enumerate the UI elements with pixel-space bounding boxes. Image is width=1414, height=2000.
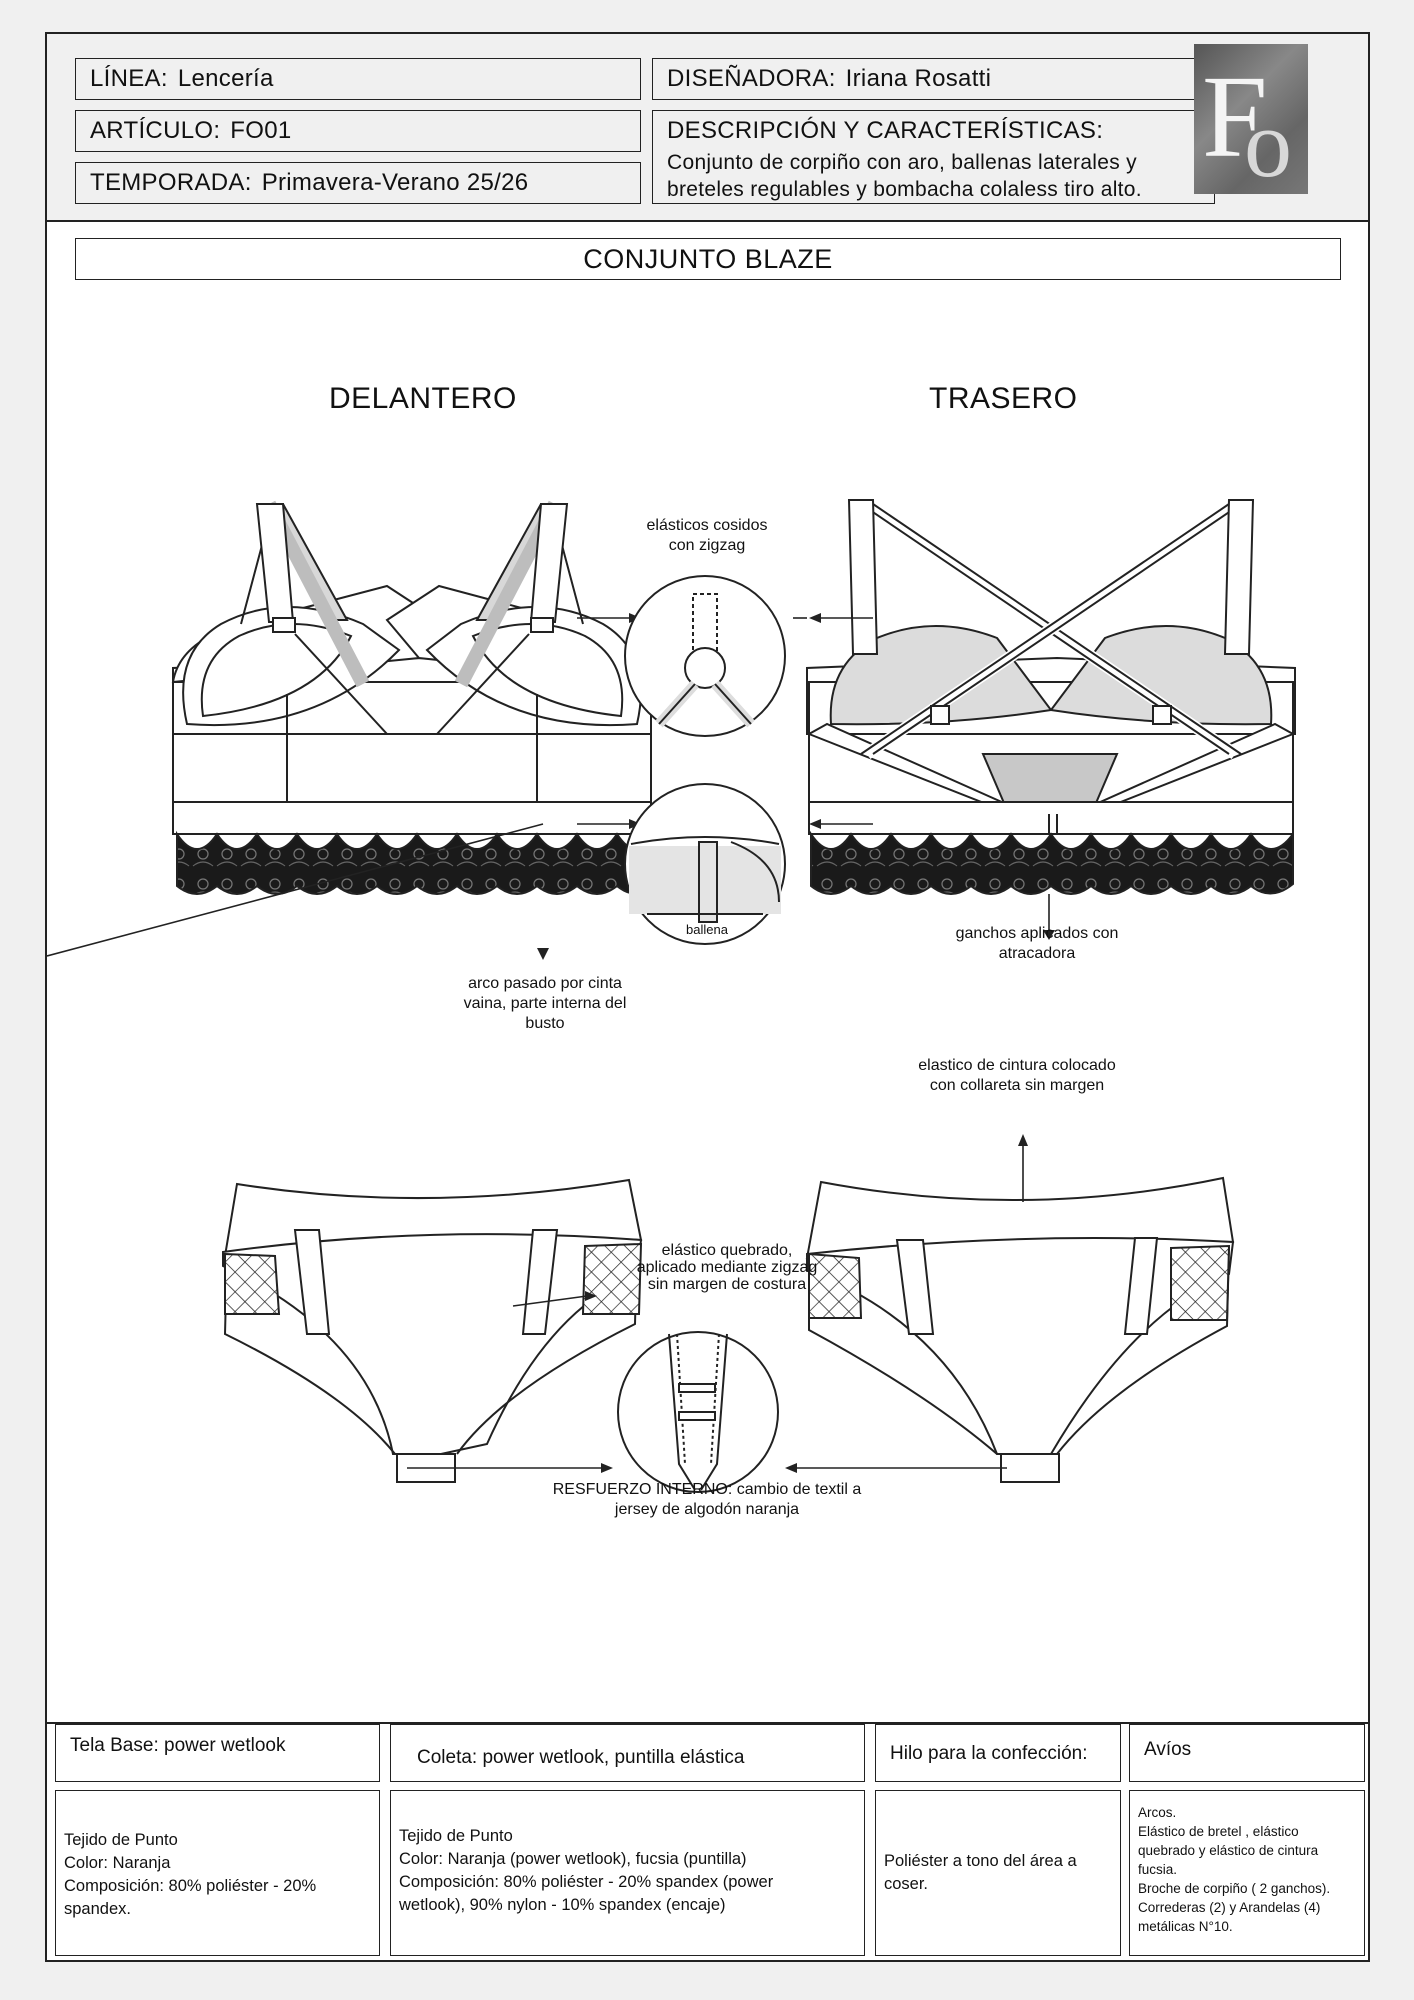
disenadora-value: Iriana Rosatti	[845, 65, 992, 92]
back-brief-drawing	[785, 1134, 1235, 1483]
note-refuerzo-line-1: RESFUERZO INTERNO: cambio de textil a	[552, 1481, 862, 1498]
gusset-detail-circle	[617, 1331, 779, 1493]
spec-divider	[47, 1722, 1368, 1724]
note-quebrado: elástico quebrado, aplicado mediante zig…	[607, 1242, 847, 1293]
spec-sheet: LÍNEA: Lencería ARTÍCULO: FO01 TEMPORADA…	[45, 32, 1370, 1962]
descripcion-label: DESCRIPCIÓN Y CARACTERÍSTICAS:	[667, 117, 1104, 144]
note-ganchos: ganchos aplicados con atracadora	[927, 924, 1147, 964]
tela-line-3: Composición: 80% poliéster - 20%	[64, 1877, 317, 1895]
logo-letter-f: F	[1202, 51, 1268, 182]
header-band: LÍNEA: Lencería ARTÍCULO: FO01 TEMPORADA…	[47, 34, 1368, 222]
front-brief-drawing	[222, 1178, 643, 1483]
hilo-line-1: Poliéster a tono del área a	[884, 1852, 1077, 1870]
brand-logo-mark: F o	[1202, 51, 1292, 197]
tela-base-header: Tela Base: power wetlook	[55, 1724, 380, 1782]
note-cintura: elastico de cintura colocado con collare…	[877, 1056, 1157, 1096]
brand-logo: F o	[1194, 44, 1308, 197]
coleta-line-2: Color: Naranja (power wetlook), fucsia (…	[399, 1850, 747, 1868]
coleta-line-4: wetlook), 90% nylon - 10% spandex (encaj…	[399, 1896, 726, 1914]
linea-value: Lencería	[177, 65, 274, 92]
elastic-detail-circle	[624, 575, 786, 737]
note-ganchos-line-2: atracadora	[998, 945, 1076, 962]
note-elasticos: elásticos cosidos con zigzag	[607, 516, 807, 556]
coleta-header: Coleta: power wetlook, puntilla elástica	[390, 1724, 865, 1782]
note-refuerzo-line-2: jersey de algodón naranja	[614, 1501, 800, 1518]
hilo-line-2: coser.	[884, 1875, 929, 1893]
front-bra-drawing	[47, 500, 653, 960]
note-quebrado-line-1: elástico quebrado,	[661, 1242, 793, 1259]
linea-label: LÍNEA:	[90, 65, 168, 92]
temporada-label: TEMPORADA:	[90, 169, 252, 196]
avios-line-5: Broche de corpiño ( 2 ganchos).	[1138, 1881, 1331, 1896]
technical-drawings	[47, 499, 1296, 1493]
note-elasticos-line-1: elásticos cosidos	[646, 517, 768, 534]
avios-header: Avíos	[1129, 1724, 1365, 1782]
note-cintura-line-1: elastico de cintura colocado	[918, 1057, 1116, 1074]
avios-details: Arcos. Elástico de bretel , elástico que…	[1129, 1790, 1365, 1956]
temporada-field: TEMPORADA: Primavera-Verano 25/26	[75, 162, 641, 204]
articulo-field: ARTÍCULO: FO01	[75, 110, 641, 152]
note-ballena: ballena	[686, 922, 728, 937]
note-cintura-line-2: con collareta sin margen	[929, 1077, 1105, 1094]
back-bra-drawing	[793, 499, 1296, 940]
note-elasticos-line-2: con zigzag	[668, 537, 746, 554]
note-arco-line-3: busto	[525, 1015, 565, 1032]
back-view-label: TRASERO	[929, 382, 1078, 415]
hilo-header: Hilo para la confección:	[875, 1724, 1121, 1782]
note-quebrado-line-2: aplicado mediante zigzag	[636, 1259, 818, 1276]
coleta-line-1: Tejido de Punto	[399, 1827, 513, 1845]
note-arco-line-1: arco pasado por cinta	[468, 975, 622, 992]
articulo-label: ARTÍCULO:	[90, 117, 221, 144]
avios-line-6: Correderas (2) y Arandelas (4)	[1138, 1900, 1321, 1915]
avios-line-4: fucsia.	[1138, 1862, 1178, 1877]
avios-line-7: metálicas N°10.	[1138, 1919, 1233, 1934]
avios-line-3: quebrado y elástico de cintura	[1138, 1843, 1319, 1858]
logo-letter-o: o	[1244, 90, 1292, 194]
descripcion-line-2: breteles regulables y bombacha colaless …	[667, 178, 1142, 201]
tela-line-2: Color: Naranja	[64, 1854, 171, 1872]
temporada-value: Primavera-Verano 25/26	[261, 169, 529, 196]
note-arco-line-2: vaina, parte interna del	[463, 995, 627, 1012]
articulo-value: FO01	[230, 117, 292, 144]
garment-title: CONJUNTO BLAZE	[75, 238, 1341, 280]
avios-line-2: Elástico de bretel , elástico	[1138, 1824, 1299, 1839]
coleta-line-3: Composición: 80% poliéster - 20% spandex…	[399, 1873, 774, 1891]
disenadora-label: DISEÑADORA:	[667, 65, 836, 92]
linea-field: LÍNEA: Lencería	[75, 58, 641, 100]
tela-line-1: Tejido de Punto	[64, 1831, 178, 1849]
front-view-label: DELANTERO	[329, 382, 517, 415]
note-refuerzo: RESFUERZO INTERNO: cambio de textil a je…	[527, 1480, 887, 1520]
descripcion-field: DESCRIPCIÓN Y CARACTERÍSTICAS: Conjunto …	[652, 110, 1215, 204]
avios-line-1: Arcos.	[1138, 1805, 1177, 1820]
note-arco: arco pasado por cinta vaina, parte inter…	[445, 974, 645, 1034]
coleta-details: Tejido de Punto Color: Naranja (power we…	[390, 1790, 865, 1956]
tela-line-4: spandex.	[64, 1900, 131, 1918]
tela-base-details: Tejido de Punto Color: Naranja Composici…	[55, 1790, 380, 1956]
hilo-details: Poliéster a tono del área a coser.	[875, 1790, 1121, 1956]
note-quebrado-line-3: sin margen de costura	[647, 1276, 807, 1293]
note-ganchos-line-1: ganchos aplicados con	[955, 925, 1119, 942]
underwire-detail-circle	[624, 783, 786, 945]
descripcion-line-1: Conjunto de corpiño con aro, ballenas la…	[667, 151, 1137, 174]
